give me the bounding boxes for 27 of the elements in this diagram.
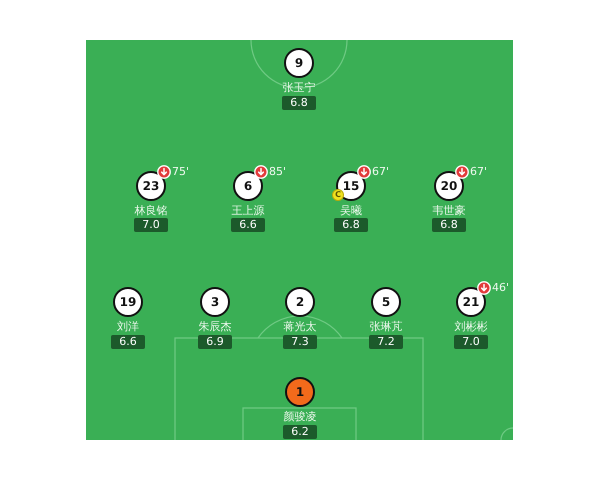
minute-label: 85' [269, 165, 286, 178]
rating-badge: 6.6 [111, 335, 145, 349]
rating-badge: 7.0 [134, 218, 168, 232]
player-name: 蒋光太 [284, 320, 316, 333]
player-name: 张玉宁 [282, 81, 316, 94]
rating-badge: 6.6 [231, 218, 265, 232]
minute-label: 46' [492, 281, 510, 294]
rating-badge: 7.3 [283, 335, 317, 349]
player-name: 刘彬彬 [454, 320, 488, 333]
player-name: 王上源 [232, 204, 264, 217]
player-name: 韦世豪 [432, 204, 466, 217]
rating-badge: 7.0 [454, 335, 488, 349]
player-name: 林良铭 [134, 204, 168, 217]
player-name: 吴曦 [340, 204, 362, 217]
player-name: 颜骏凌 [284, 410, 316, 423]
player-name: 朱辰杰 [198, 320, 232, 333]
minute-label: 75' [172, 165, 190, 178]
rating-badge: 7.2 [369, 335, 403, 349]
rating-badge: 6.2 [283, 425, 317, 439]
rating-badge: 6.8 [282, 96, 316, 110]
rating-badge: 6.8 [432, 218, 466, 232]
rating-badge: 6.9 [198, 335, 232, 349]
player-name: 张琳芃 [370, 320, 402, 333]
player-name: 刘洋 [117, 320, 139, 333]
minute-label: 67' [470, 165, 488, 178]
minute-label: 67' [372, 165, 390, 178]
rating-badge: 6.8 [334, 218, 368, 232]
